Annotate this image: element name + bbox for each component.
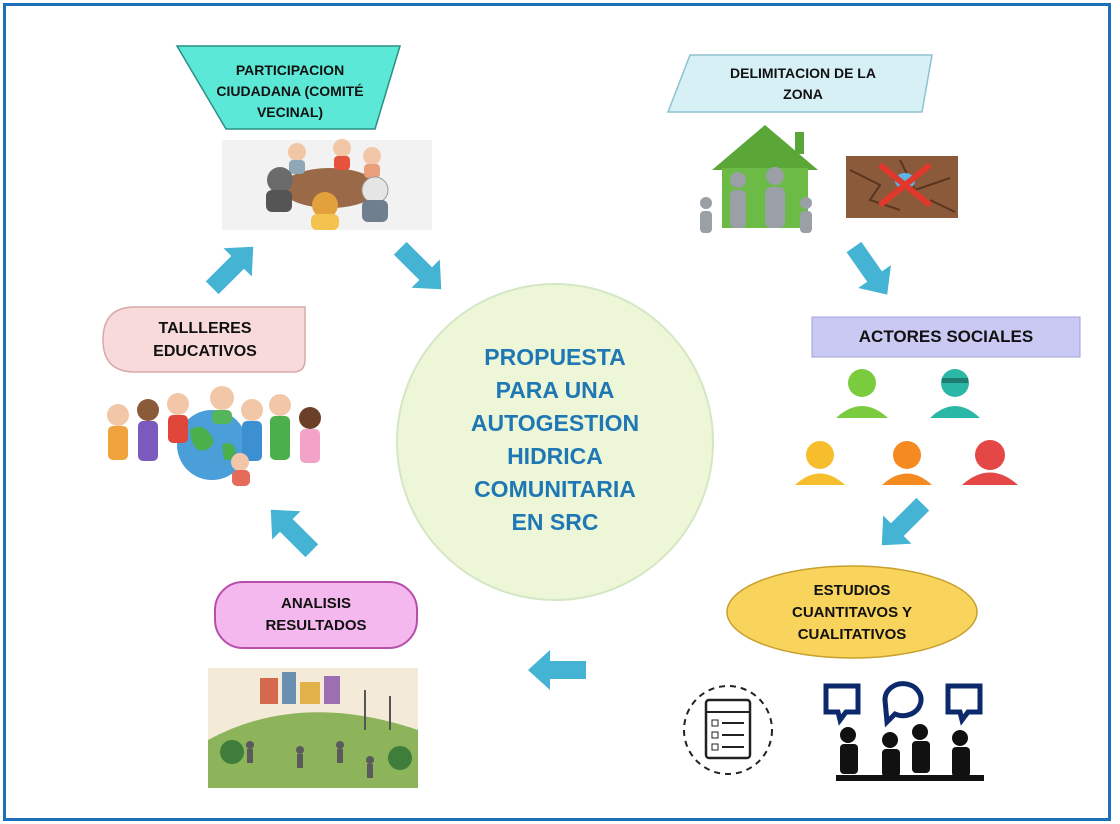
estudios-shape [726,565,978,659]
interview-illustration [823,681,984,781]
talleres-shape [102,306,306,373]
center-title: PROPUESTA PARA UNA AUTOGESTION HIDRICA C… [470,344,640,535]
talleres-label: TALLLERES EDUCATIVOS [153,319,257,360]
children-row [107,386,321,486]
arrow-talleres-to-participacion [205,246,254,295]
drought-illustration [846,156,958,218]
meeting-illustration [222,139,432,230]
results-illustration [208,668,418,788]
actor-avatar-green [836,369,888,418]
delimitacion-label: DELIMITACION DE LA ZONA [730,65,876,102]
cycle-arrows [205,241,930,690]
survey-icon [683,685,773,775]
arrow-estudios-to-analisis [528,650,586,690]
actores-label: ACTORES SOCIALES [858,327,1034,346]
delimitacion-shape [666,54,933,113]
analisis-label: ANALISIS RESULTADOS [265,595,367,634]
participacion-label: PARTICIPACION CIUDADANA (COMITÉ VECINAL) [216,61,364,120]
actor-avatar-teal [930,369,980,418]
social-actors-illustration [795,369,1018,485]
estudios-label: ESTUDIOS CUANTITAVOS Y CUALITATIVOS [791,582,912,643]
arrow-analisis-to-talleres [270,509,319,558]
house-family-illustration [700,125,818,233]
actor-avatar-red [962,440,1018,485]
actor-avatar-yellow [795,441,845,485]
children-globe-illustration [107,386,321,486]
center-circle [396,283,714,601]
actor-avatar-orange [882,441,932,485]
arrow-participacion-to-center [393,241,442,290]
arrow-actores-to-estudios [881,497,930,546]
participacion-shape [175,45,402,130]
arrow-delimitacion-to-actores [846,241,891,295]
analisis-shape [214,581,418,649]
actores-shape [811,316,1081,358]
